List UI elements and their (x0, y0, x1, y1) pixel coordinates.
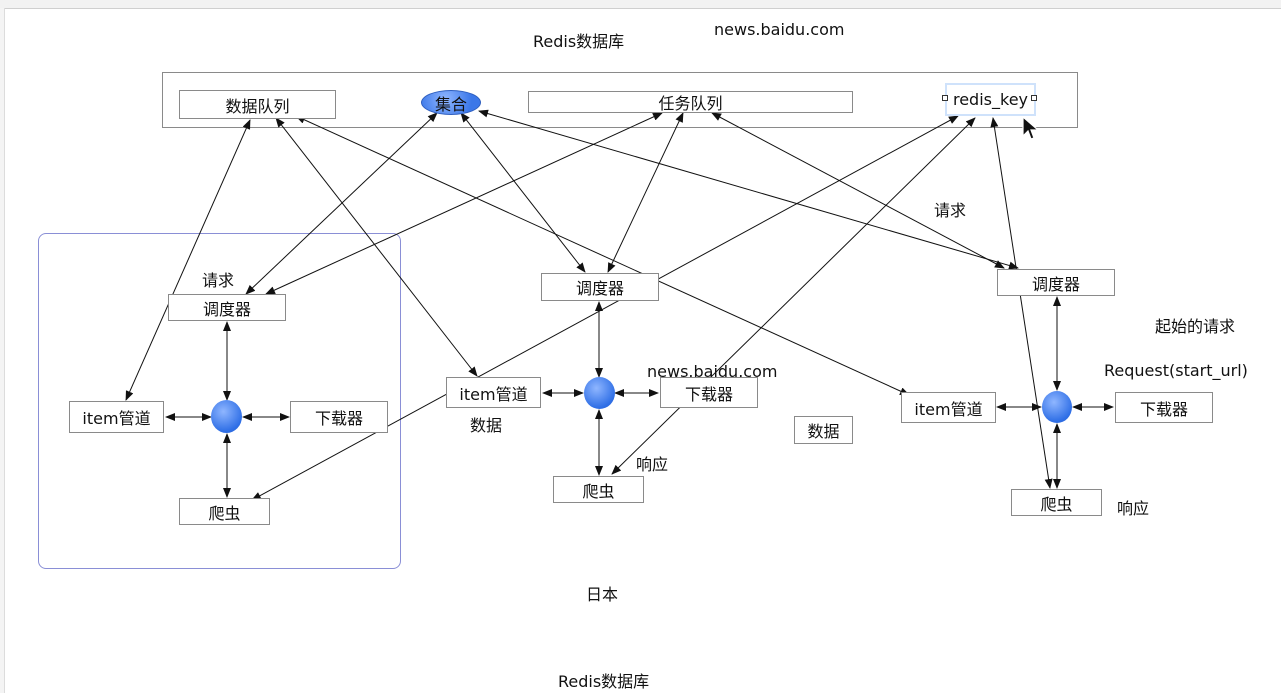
left-engine-node (211, 400, 242, 433)
data-box: 数据 (794, 416, 853, 444)
arrow-left-pipeline-dataqueue (125, 119, 251, 401)
top-url: news.baidu.com (714, 20, 845, 39)
left-scheduler-box: 调度器 (168, 294, 286, 321)
top-ruler (0, 0, 1281, 9)
arrow-mid-pipeline-dataqueue (275, 117, 478, 377)
arrow-right-spider-rediskey (990, 117, 1053, 489)
selection-handle-left[interactable] (942, 95, 948, 101)
request-label-left: 请求 (202, 271, 235, 290)
arrow-mid-scheduler-taskqueue (607, 112, 684, 273)
arrow-right-scheduler-set (478, 109, 1019, 270)
arrow-right-pipeline-dataqueue (295, 115, 910, 396)
task-queue-box: 任务队列 (528, 91, 853, 113)
request-label-right: 请求 (934, 201, 967, 220)
mid-downloader-box: 下载器 (660, 377, 758, 408)
mid-engine-node (584, 377, 615, 409)
mid-scheduler-box: 调度器 (541, 273, 659, 301)
redis-key-box[interactable]: redis_key (945, 83, 1036, 116)
side-ruler (0, 8, 5, 693)
bottom-title: Redis数据库 (558, 672, 650, 691)
selection-handle-right[interactable] (1031, 95, 1037, 101)
arrow-mid-spider-rediskey (611, 117, 976, 475)
top-title: Redis数据库 (533, 32, 625, 51)
arrow-left-scheduler-taskqueue (265, 112, 663, 295)
mid-spider-box: 爬虫 (553, 476, 644, 503)
response-label-right: 响应 (1117, 499, 1150, 518)
right-spider-box: 爬虫 (1011, 489, 1102, 516)
right-pipeline-box: item管道 (901, 392, 996, 423)
right-scheduler-box: 调度器 (997, 269, 1115, 296)
data-queue-box: 数据队列 (179, 90, 336, 119)
start-request-label: 起始的请求 (1155, 317, 1236, 336)
mouse-cursor-icon (1022, 116, 1040, 140)
request-start-url-label: Request(start_url) (1104, 361, 1248, 380)
japan-label: 日本 (586, 585, 619, 604)
data-label-mid: 数据 (470, 416, 503, 435)
right-downloader-box: 下载器 (1115, 392, 1213, 423)
arrow-left-scheduler-set (245, 112, 438, 295)
mid-pipeline-box: item管道 (446, 377, 541, 408)
arrow-right-scheduler-taskqueue (711, 112, 1005, 269)
left-pipeline-box: item管道 (69, 401, 164, 433)
redis-key-label: redis_key (952, 90, 1028, 109)
left-spider-box: 爬虫 (179, 498, 270, 525)
response-label-mid: 响应 (636, 455, 669, 474)
mid-url-label: news.baidu.com (647, 362, 778, 381)
set-ellipse: 集合 (421, 90, 481, 115)
left-downloader-box: 下载器 (290, 401, 388, 433)
right-engine-node (1042, 391, 1072, 423)
